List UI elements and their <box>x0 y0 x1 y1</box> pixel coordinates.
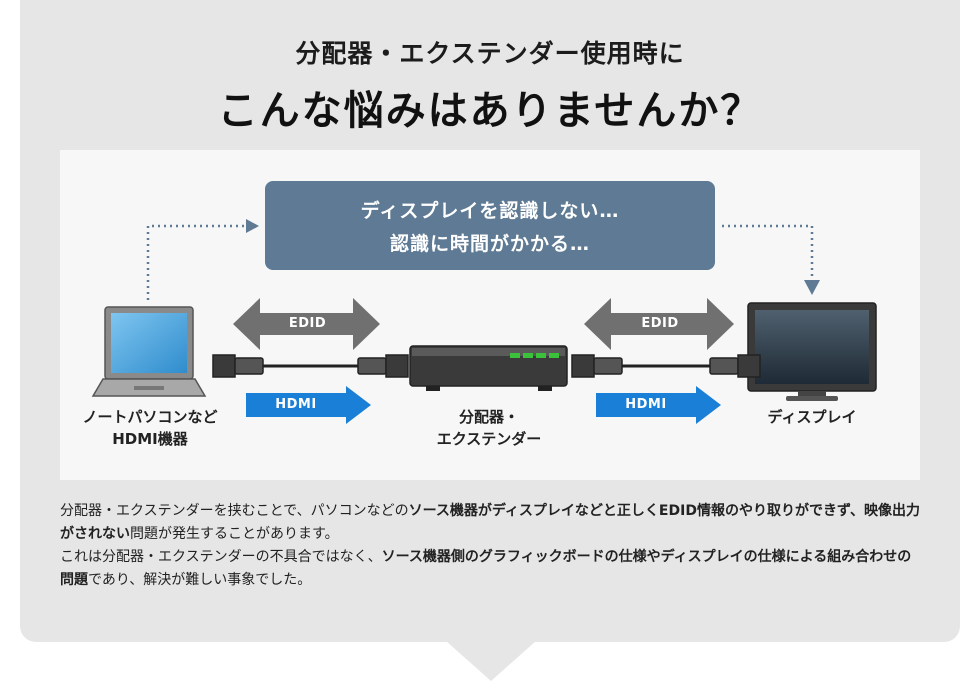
laptop-label-line-1: ノートパソコンなど <box>82 408 218 426</box>
display-icon <box>747 302 877 401</box>
description-text: であり、解決が難しい事象でした。 <box>88 572 312 588</box>
description-text: 問題が発生することがあります。 <box>130 526 339 542</box>
problem-line-1: ディスプレイを認識しない… <box>360 199 620 222</box>
hdmi-cable-left <box>212 354 409 378</box>
hdmi-label-left: HDMI <box>275 397 317 412</box>
splitter-label-line-1: 分配器・ <box>458 408 519 426</box>
splitter-icon <box>409 345 568 391</box>
dotted-connector-right <box>722 224 820 295</box>
edid-label-left: EDID <box>288 316 327 331</box>
edid-arrow-right <box>584 298 734 350</box>
description: 分配器・エクステンダーを挟むことで、パソコンなどのソース機器がディスプレイなどと… <box>60 500 925 592</box>
splitter-label-line-2: エクステンダー <box>436 430 542 448</box>
problem-callout: ディスプレイを認識しない… 認識に時間がかかる… <box>265 181 715 270</box>
hdmi-arrow-left <box>246 386 371 424</box>
hdmi-arrow-right <box>596 386 721 424</box>
description-emphasis: ソース機器がディスプレイなどと正しくEDID情報のやり取りができず、映像出力がさ… <box>60 503 920 542</box>
edid-arrow-left <box>233 298 380 350</box>
edid-label-right: EDID <box>641 316 679 331</box>
hdmi-label-right: HDMI <box>625 397 667 412</box>
description-text: これは分配器・エクステンダーの不具合ではなく、 <box>60 549 382 565</box>
title-subheading: 分配器・エクステンダー使用時に <box>295 39 685 68</box>
dotted-connector-left <box>146 219 259 300</box>
problem-line-2: 認識に時間がかかる… <box>389 232 590 255</box>
laptop-label-line-2: HDMI機器 <box>112 430 188 448</box>
title-heading: こんな悩みはありませんか？ <box>217 88 763 134</box>
laptop-icon <box>91 306 207 397</box>
display-label: ディスプレイ <box>767 408 857 426</box>
description-text: 分配器・エクステンダーを挟むことで、パソコンなどの <box>60 503 409 519</box>
hdmi-cable-right <box>571 354 761 378</box>
splitter-label: 分配器・ エクステンダー <box>403 406 575 450</box>
description-emphasis: ソース機器側のグラフィックボードの仕様やディスプレイの仕様による組み合わせの問題 <box>60 549 912 588</box>
diagram-artwork <box>91 219 877 424</box>
connection-diagram: ディスプレイを認識しない… 認識に時間がかかる… EDID EDID HDMI … <box>60 150 920 480</box>
description-paragraph-2: これは分配器・エクステンダーの不具合ではなく、ソース機器側のグラフィックボードの… <box>60 546 925 592</box>
laptop-label: ノートパソコンなど HDMI機器 <box>60 406 240 450</box>
description-paragraph-1: 分配器・エクステンダーを挟むことで、パソコンなどのソース機器がディスプレイなどと… <box>60 500 925 546</box>
down-pointer-triangle <box>446 641 536 681</box>
